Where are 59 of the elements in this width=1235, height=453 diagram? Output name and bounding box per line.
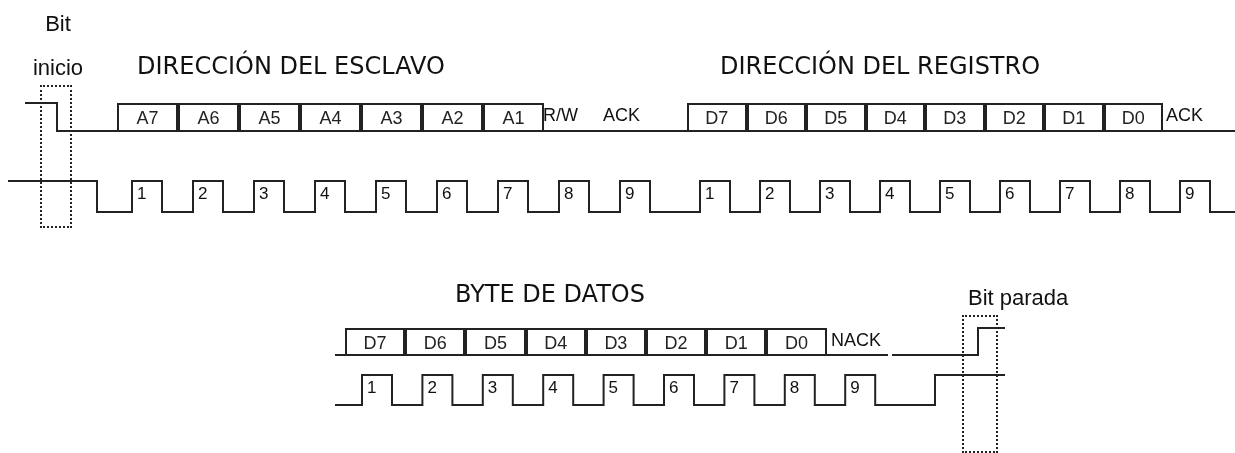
clock-number: 7 — [503, 184, 513, 204]
clock-number: 2 — [198, 184, 208, 204]
clock-number: 9 — [625, 184, 635, 204]
section-title: DIRECCIÓN DEL ESCLAVO — [137, 52, 445, 80]
marker-label: Bit inicio — [31, 10, 85, 82]
bit-field: D5 — [465, 328, 526, 355]
bit-field: A5 — [239, 103, 300, 131]
bit-field: A7 — [117, 103, 178, 131]
clock-number: 1 — [137, 184, 147, 204]
bit-field: D0 — [1103, 103, 1163, 131]
clock-number: 9 — [850, 378, 860, 398]
clock-number: 4 — [548, 378, 558, 398]
bit-field: A6 — [178, 103, 239, 131]
clock-number: 6 — [669, 378, 679, 398]
clock-number: 2 — [427, 378, 437, 398]
bit-field: D3 — [925, 103, 985, 131]
bit-field: D2 — [646, 328, 707, 355]
bit-field: D7 — [345, 328, 406, 355]
bit-field: D3 — [585, 328, 646, 355]
bit-field: D2 — [984, 103, 1044, 131]
bit-field: D7 — [687, 103, 747, 131]
clock-number: 5 — [608, 378, 619, 398]
clock-number: 8 — [789, 378, 800, 398]
bit-field: D4 — [525, 328, 586, 355]
bit-field: D6 — [746, 103, 806, 131]
clock-number: 5 — [381, 184, 391, 204]
clock-number: 1 — [705, 184, 715, 204]
clock-number: 3 — [487, 378, 498, 398]
clock-number: 6 — [442, 184, 452, 204]
clock-number: 8 — [564, 184, 574, 204]
signal-label: ACK — [603, 105, 640, 126]
bit-field: D6 — [405, 328, 466, 355]
bit-field: A3 — [361, 103, 422, 131]
clock-number: 2 — [765, 184, 775, 204]
clock-number: 4 — [885, 184, 895, 204]
bit-field: D0 — [766, 328, 827, 355]
section-title: DIRECCIÓN DEL REGISTRO — [720, 52, 1041, 80]
bit-field: D1 — [706, 328, 767, 355]
bit-field: D5 — [806, 103, 866, 131]
clock-number: 5 — [945, 184, 955, 204]
clock-number: 1 — [367, 378, 377, 398]
bit-field: A2 — [422, 103, 483, 131]
clock-number: 7 — [729, 378, 739, 398]
clock-number: 6 — [1005, 184, 1015, 204]
clock-number: 8 — [1125, 184, 1135, 204]
bit-field: D4 — [865, 103, 925, 131]
bit-field: A4 — [300, 103, 361, 131]
bit-field: D1 — [1044, 103, 1104, 131]
signal-label: R/W — [543, 105, 578, 126]
bit-field: A1 — [483, 103, 544, 131]
clock-number: 9 — [1185, 184, 1195, 204]
signal-label: ACK — [1166, 105, 1203, 126]
clock-number: 4 — [320, 184, 330, 204]
marker-label: Bit parada — [968, 286, 1069, 310]
clock-number: 7 — [1065, 184, 1075, 204]
clock-number: 3 — [825, 184, 835, 204]
signal-label: NACK — [831, 330, 881, 351]
section-title: BYTE DE DATOS — [455, 280, 645, 308]
clock-number: 3 — [259, 184, 269, 204]
